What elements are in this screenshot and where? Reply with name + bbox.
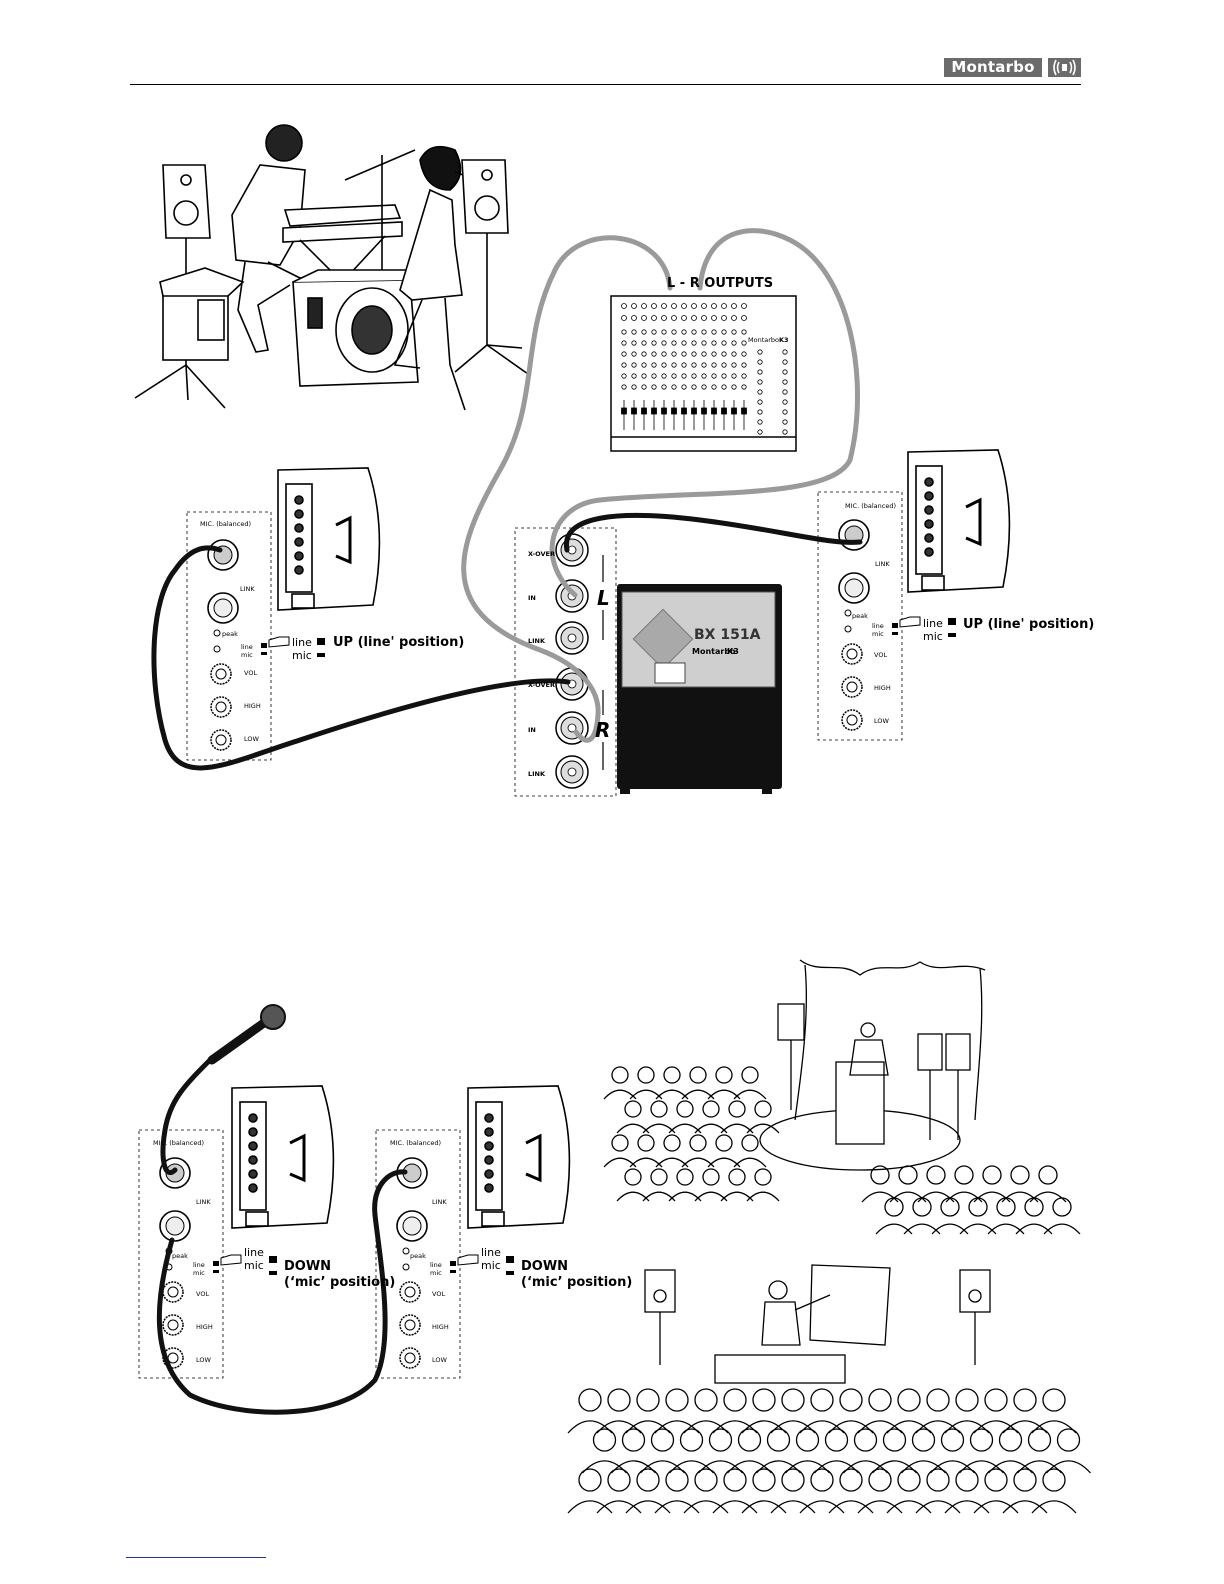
panel-a-peak: peak [222,630,238,638]
callout-c-line: line [244,1246,264,1259]
panel-a-sw-mic: mic [241,651,253,659]
panel-c-vol: VOL [196,1290,210,1298]
panel-a-graphic [186,467,381,761]
panel-a-sw-line: line [241,643,253,651]
panel-c-low: LOW [196,1356,211,1364]
footer-rule [126,1557,266,1558]
cables-top [151,228,863,771]
panel-b-high: HIGH [874,684,891,692]
callout-d-down-sub: (‘mic’ position) [521,1275,633,1290]
panel-c-high: HIGH [196,1323,213,1331]
microphone [207,1004,286,1065]
panel-b-mic: MIC. (balanced) [845,502,896,510]
jack-label-link-l: LINK [528,637,546,645]
mixer-brand: Montarbo [748,336,780,344]
panel-d-link: LINK [432,1198,447,1206]
jack-label-in-l: IN [528,594,536,602]
callout-d-line: line [481,1246,501,1259]
mixer-console [610,295,797,452]
panel-b-cabinet [907,449,1011,593]
callout-c-down-sub: (‘mic’ position) [284,1275,396,1290]
sub-side-left: L [597,586,610,610]
cables-bottom [156,1057,408,1415]
panel-c-peak: peak [172,1252,188,1260]
band-illustration [134,124,529,411]
callout-c-mic: mic [244,1259,264,1272]
callout-c-down: DOWN [284,1259,332,1274]
sub-model: BX 151A [694,627,761,643]
panel-a-link: LINK [240,585,255,593]
panel-b-low: LOW [874,717,889,725]
panel-c-link: LINK [196,1198,211,1206]
panel-d-graphic [375,1085,571,1379]
panel-b-peak: peak [852,612,868,620]
panel-b-vol: VOL [874,651,888,659]
panel-c-cabinet [231,1085,335,1229]
subwoofer-rear [617,584,782,794]
panel-d-sw-mic: mic [430,1269,442,1277]
jack-label-xover-r: X-OVER [528,681,556,689]
panel-b-sw-line: line [872,622,884,630]
panel-d-cabinet [467,1085,571,1229]
panel-d-mic: MIC. (balanced) [390,1139,441,1147]
panel-b-graphic [817,449,1011,741]
sub-input-panel [514,527,617,797]
panel-c-graphic [138,1085,335,1379]
panel-d-peak: peak [410,1252,426,1260]
callout-a-mic: mic [292,649,312,662]
callout-d-down: DOWN [521,1259,569,1274]
panel-a-low: LOW [244,735,259,743]
sub-badge: K3 [727,647,739,656]
panel-d-sw-line: line [430,1261,442,1269]
panel-a-high: HIGH [244,702,261,710]
panel-d-low: LOW [432,1356,447,1364]
brand-logo: Montarbo [944,58,1042,77]
speaker-waves-icon [1048,58,1081,77]
lecture-illustration [567,1264,1091,1514]
panel-c-mic: MIC. (balanced) [153,1139,204,1147]
callout-d-mic: mic [481,1259,501,1272]
callout-a-up: UP (line' position) [333,635,465,650]
jack-label-in-r: IN [528,726,536,734]
conference-illustration [603,959,1081,1235]
panel-c-sw-mic: mic [193,1269,205,1277]
callout-b-up: UP (line' position) [963,617,1095,632]
jack-label-link-r: LINK [528,770,546,778]
sub-brand: Montarbo [692,647,736,656]
panel-b-sw-mic: mic [872,630,884,638]
panel-a-vol: VOL [244,669,258,677]
panel-d-vol: VOL [432,1290,446,1298]
mixer-title: L - R OUTPUTS [667,276,774,291]
panel-d-high: HIGH [432,1323,449,1331]
panel-c-sw-line: line [193,1261,205,1269]
header-rule [130,84,1081,85]
callout-b-mic: mic [923,630,943,643]
panel-b-link: LINK [875,560,890,568]
mixer-model: K3 [779,336,789,344]
sub-side-right: R [595,718,611,742]
callout-a-line: line [292,636,312,649]
panel-a-cabinet [277,467,381,611]
jack-label-xover-l: X-OVER [528,550,556,558]
callout-b-line: line [923,617,943,630]
panel-a-mic: MIC. (balanced) [200,520,251,528]
